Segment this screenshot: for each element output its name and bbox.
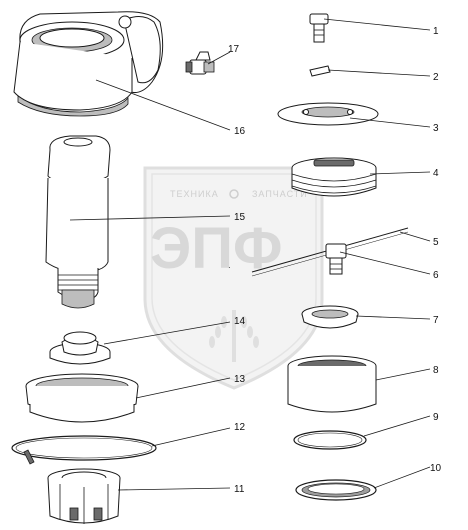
part-4-threaded-plug	[291, 157, 377, 197]
watermark-text-left: ТЕХНИКА	[170, 189, 219, 199]
part-3-lock-plate	[277, 102, 379, 126]
watermark-text-right: ЗАПЧАСТИ	[252, 189, 308, 199]
part-7-seal	[301, 305, 359, 329]
watermark-wheat-icon	[209, 310, 259, 362]
callout-1: 1	[433, 26, 439, 37]
part-2-cotter-pin	[309, 65, 331, 77]
part-13-cup	[25, 373, 139, 423]
callout-12: 12	[234, 422, 246, 433]
callout-10: 10	[430, 463, 442, 474]
callout-2: 2	[433, 72, 439, 83]
callout-4: 4	[433, 168, 439, 179]
part-12-snap-ring	[11, 435, 157, 465]
wire-end-mark: ·	[228, 263, 231, 272]
callout-14: 14	[234, 316, 246, 327]
callout-3: 3	[433, 123, 439, 134]
part-14-bushing	[49, 331, 111, 365]
callout-15: 15	[234, 212, 246, 223]
leader-lines	[69, 18, 431, 491]
callout-6: 6	[433, 270, 439, 281]
callout-11: 11	[234, 484, 245, 495]
callout-labels: 1 2 3 4 5 6 7 8 9 10 11 12 13 14 15 16 1…	[228, 26, 442, 495]
callout-16: 16	[234, 126, 246, 137]
part-16-housing	[13, 11, 164, 117]
callout-17: 17	[228, 44, 240, 55]
part-15-ball-pin	[45, 135, 111, 309]
callout-5: 5	[433, 237, 439, 248]
part-6-fitting	[325, 243, 347, 275]
part-9-o-ring	[293, 430, 367, 450]
callout-9: 9	[433, 412, 439, 423]
callout-7: 7	[433, 315, 439, 326]
callout-13: 13	[234, 374, 246, 385]
part-11-castle-nut	[47, 468, 121, 524]
part-17-grease-fitting	[185, 51, 215, 75]
part-8-insert	[287, 355, 377, 413]
part-1-bolt	[309, 13, 329, 43]
part-10-washer	[295, 479, 377, 501]
watermark-logo: ЭПФ	[150, 216, 282, 281]
watermark: ТЕХНИКА ЗАПЧАСТИ ЭПФ	[143, 166, 324, 390]
watermark-gear-icon	[229, 189, 239, 199]
callout-8: 8	[433, 365, 439, 376]
